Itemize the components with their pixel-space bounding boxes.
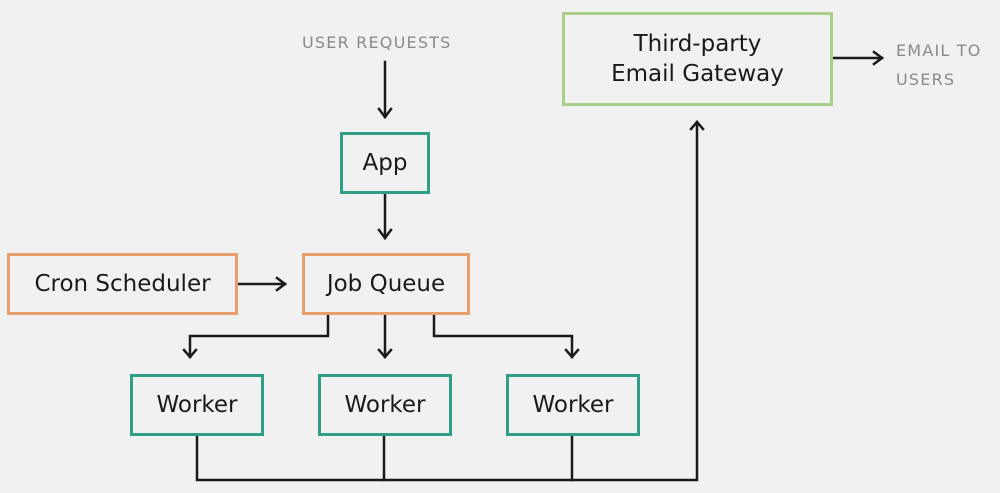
worker-node-1: Worker	[130, 374, 264, 436]
worker-label: Worker	[344, 392, 426, 418]
email-gateway-line1: Third-party	[633, 31, 762, 57]
worker-node-2: Worker	[318, 374, 452, 436]
worker-node-3: Worker	[506, 374, 640, 436]
worker-label: Worker	[532, 392, 614, 418]
app-node: App	[340, 132, 430, 194]
email-gateway-node: Third-party Email Gateway	[562, 12, 833, 106]
queue-to-worker1-connector	[188, 314, 330, 359]
cron-scheduler-node: Cron Scheduler	[7, 253, 238, 315]
worker-label: Worker	[156, 392, 238, 418]
cron-scheduler-label: Cron Scheduler	[34, 271, 211, 297]
job-queue-label: Job Queue	[326, 271, 446, 297]
email-gateway-line2: Email Gateway	[611, 61, 784, 87]
arrowhead-icon	[377, 228, 393, 241]
job-queue-node: Job Queue	[302, 253, 470, 315]
email-to-users-label: EMAIL TO USERS	[896, 36, 982, 94]
arrowhead-icon	[689, 120, 705, 131]
workers-to-gateway-connector	[195, 120, 699, 482]
email-to-users-line2: USERS	[896, 70, 956, 89]
app-label: App	[362, 150, 408, 176]
queue-to-worker3-connector	[432, 314, 574, 359]
arrowhead-icon	[872, 50, 885, 66]
email-to-users-line1: EMAIL TO	[896, 41, 982, 60]
arrowhead-icon	[275, 276, 288, 292]
arrowhead-icon	[377, 348, 393, 359]
user-requests-label: USER REQUESTS	[302, 33, 452, 52]
arrowhead-icon	[564, 348, 580, 359]
arrowhead-icon	[377, 107, 393, 120]
arrowhead-icon	[182, 348, 198, 359]
